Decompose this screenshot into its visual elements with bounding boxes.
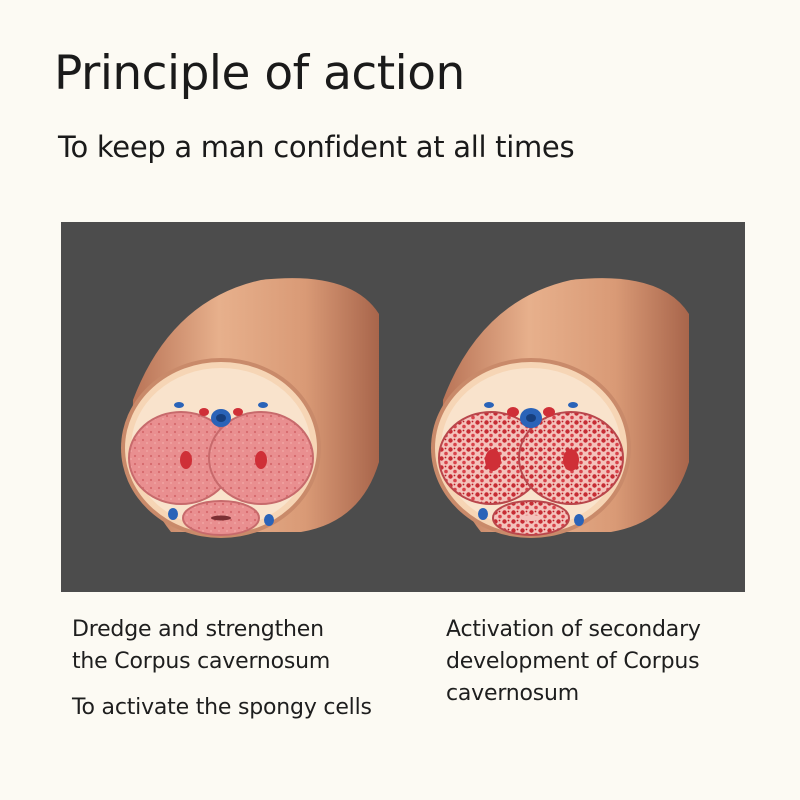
page-title: Principle of action	[54, 46, 465, 101]
right-caption-line-1: Activation of secondary	[446, 617, 701, 642]
left-caption-line-1: Dredge and strengthen	[72, 617, 324, 642]
left-caption: Dredge and strengthen the Corpus caverno…	[72, 614, 330, 678]
right-caption-line-2: development of Corpus	[446, 649, 700, 674]
page-subtitle: To keep a man confident at all times	[58, 130, 575, 164]
normal-cross-section-illustration	[121, 278, 379, 538]
left-caption-line-3: To activate the spongy cells	[72, 695, 372, 720]
left-caption-line-2: the Corpus cavernosum	[72, 649, 331, 674]
activated-cross-section-illustration	[431, 278, 689, 538]
right-caption-line-3: cavernosum	[446, 681, 580, 706]
illustration-panel	[61, 222, 745, 592]
right-caption: Activation of secondary development of C…	[446, 614, 701, 710]
left-caption-secondary: To activate the spongy cells	[72, 692, 372, 724]
